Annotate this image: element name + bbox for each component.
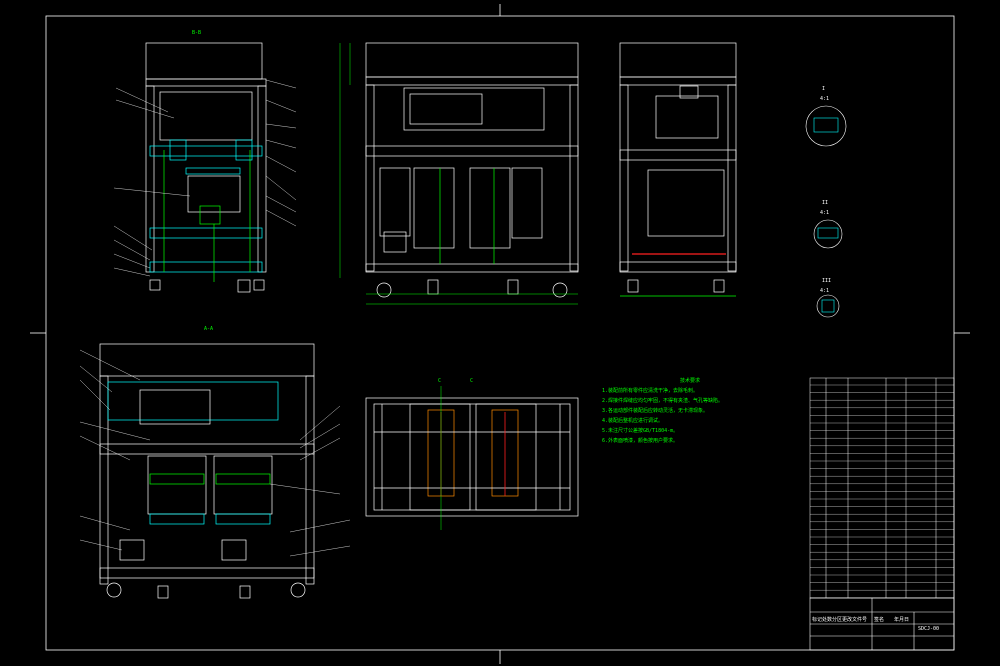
detail-scale-3: 4:1 <box>820 288 829 294</box>
tb-label-6: 年月日 <box>894 616 909 623</box>
detail-label-2: II <box>822 200 828 206</box>
detail-scale-1: 4:1 <box>820 96 829 102</box>
notes-line-1: 1.装配前所有零件应清洗干净，去除毛刺。 <box>602 387 698 394</box>
drawing-frame <box>30 4 970 664</box>
parts-list-rows <box>810 384 954 598</box>
side-view <box>619 42 737 297</box>
tb-label-2: 处数 <box>822 616 832 623</box>
tb-label-3: 分区 <box>832 616 842 623</box>
plan-label-c2: C <box>470 378 473 384</box>
detail-label-3: III <box>822 278 831 284</box>
front-view-dimensions <box>339 43 578 305</box>
notes-line-2: 2.焊接件焊缝应均匀牢固，不得有夹渣、气孔等缺陷。 <box>602 397 723 404</box>
tb-label-4: 更改文件号 <box>842 616 867 623</box>
section-bb-view <box>145 42 267 293</box>
title-block-labels: 标记 处数 分区 更改文件号 签名 年月日 <box>812 616 909 623</box>
technical-notes: 技术要求 1.装配前所有零件应清洗干净，去除毛刺。 2.焊接件焊缝应均匀牢固，不… <box>602 377 723 444</box>
tb-label-1: 标记 <box>812 616 822 623</box>
aa-leader-lines <box>79 349 351 557</box>
parts-list-table <box>809 377 955 599</box>
notes-line-5: 5.未注尺寸公差按GB/T1804-m。 <box>602 427 678 434</box>
bb-leader-lines <box>113 79 297 277</box>
notes-heading: 技术要求 <box>680 377 700 384</box>
detail-views <box>805 105 847 318</box>
drawing-number: SDCJ-00 <box>918 626 939 632</box>
plan-label-c: C <box>438 378 441 384</box>
notes-line-3: 3.各运动部件装配后应转动灵活，无卡滞现象。 <box>602 407 708 414</box>
section-bb-label: B-B <box>192 30 201 36</box>
section-aa-label: A-A <box>204 326 213 332</box>
detail-label-1: I <box>822 86 825 92</box>
notes-line-4: 4.装配后整机应进行调试。 <box>602 417 663 424</box>
detail-scale-2: 4:1 <box>820 210 829 216</box>
tb-label-5: 签名 <box>874 616 884 623</box>
plan-view <box>365 397 579 517</box>
title-block <box>809 597 955 651</box>
notes-line-6: 6.外表面喷漆，颜色按用户要求。 <box>602 437 678 444</box>
front-view <box>365 42 579 298</box>
